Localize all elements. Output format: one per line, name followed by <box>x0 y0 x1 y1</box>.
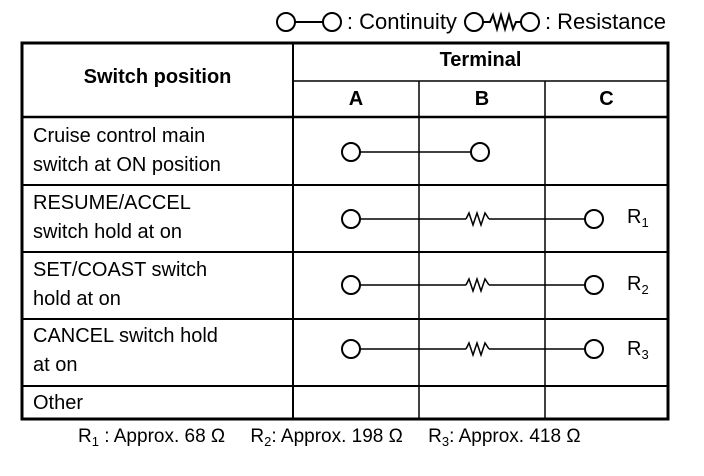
row2-label: RESUME/ACCEL switch hold at on <box>33 192 191 243</box>
continuity-symbol-icon <box>275 12 342 32</box>
legend: : Continuity : Resistance <box>275 6 672 38</box>
resistance-label: : Resistance <box>544 9 666 34</box>
row3-r-label: R2 <box>627 273 649 297</box>
row1-label: Cruise control main switch at ON positio… <box>33 125 221 176</box>
continuity-label: : Continuity <box>346 9 457 34</box>
row1-continuity-symbol <box>341 142 490 162</box>
resistance-symbol-icon <box>463 11 540 33</box>
terminal-b-header: B <box>474 88 490 110</box>
r1-value: R1 : Approx. 68 Ω <box>78 426 226 449</box>
row5-label: Other <box>33 392 84 414</box>
terminal-a-header: A <box>348 88 364 110</box>
terminal-c-header: C <box>599 88 614 110</box>
row4-label: CANCEL switch hold at on <box>33 325 218 376</box>
row4-r-label: R3 <box>627 338 649 362</box>
terminal-header: Terminal <box>439 49 522 71</box>
row4-resistance-symbol <box>341 339 604 359</box>
row2-r-label: R1 <box>627 206 649 230</box>
row3-label: SET/COAST switch hold at on <box>33 259 208 310</box>
row2-resistance-symbol <box>341 209 604 229</box>
switch-position-header: Switch position <box>83 66 232 88</box>
row3-resistance-symbol <box>341 275 604 295</box>
r3-value: R3: Approx. 418 Ω <box>428 426 581 449</box>
r2-value: R2: Approx. 198 Ω <box>250 426 403 449</box>
resistance-values-footer: R1 : Approx. 68 Ω R2: Approx. 198 Ω R3: … <box>78 426 601 449</box>
